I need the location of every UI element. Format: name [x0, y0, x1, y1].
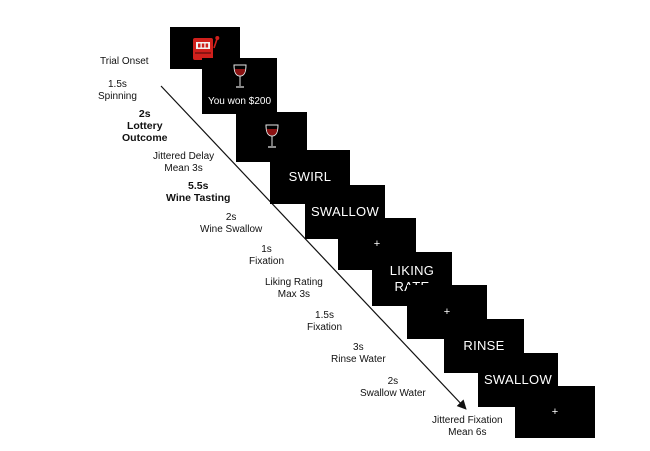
stage-line: 1s	[261, 244, 272, 255]
stage-line: Fixation	[307, 322, 343, 333]
stage-line: 2s	[138, 108, 151, 120]
stage-jittered-delay: Jittered Delay Mean 3s	[153, 151, 214, 175]
screen-lottery-outcome: You won $200	[202, 58, 277, 114]
stage-line: Liking Rating	[265, 277, 323, 288]
stage-line: Wine Swallow	[200, 224, 263, 235]
stage-swallow-water: 2s Swallow Water	[360, 376, 426, 400]
stage-wine-swallow: 2s Wine Swallow	[200, 212, 262, 236]
stage-line: Swallow Water	[360, 388, 426, 399]
stage-wine-tasting: 5.5s Wine Tasting	[166, 180, 230, 204]
screen-fixation-3: +	[515, 386, 595, 438]
lottery-outcome-text: You won $200	[207, 96, 272, 107]
trial-onset-label: Trial Onset	[100, 56, 149, 67]
stage-spinning: 1.5s Spinning	[98, 79, 137, 103]
stage-line: 1.5s	[108, 79, 127, 90]
stage-line: Spinning	[98, 91, 137, 102]
stage-rinse-water: 3s Rinse Water	[331, 342, 386, 366]
wine-glass-icon	[232, 64, 247, 88]
stage-liking-rating: Liking Rating Max 3s	[265, 277, 323, 301]
screen-liking-rate: LIKING RATE	[372, 252, 452, 306]
stage-line: Wine Tasting	[166, 192, 231, 204]
stage-line: Jittered Delay	[153, 151, 215, 162]
fixation-cross: +	[373, 238, 381, 250]
stage-line: Lottery	[126, 120, 163, 132]
fixation-cross: +	[443, 306, 451, 318]
wine-glass-icon	[264, 124, 279, 148]
liking-text: LIKING	[389, 263, 435, 278]
stage-line: Jittered Fixation	[432, 415, 503, 426]
stage-lottery-outcome: 2s Lottery Outcome	[122, 108, 168, 144]
swallow-text: SWALLOW	[310, 204, 380, 219]
fixation-cross: +	[551, 406, 559, 418]
stage-line: 2s	[225, 212, 237, 223]
stage-line: Fixation	[249, 256, 285, 267]
rinse-text: RINSE	[463, 338, 505, 353]
stage-line: 2s	[387, 376, 399, 387]
stage-line: 5.5s	[188, 180, 209, 192]
stage-line: 3s	[353, 342, 364, 353]
stage-line: 1.5s	[315, 310, 334, 321]
stage-line: Mean 6s	[448, 427, 487, 438]
timeline-line	[160, 85, 467, 410]
stage-fixation-1: 1s Fixation	[249, 244, 284, 268]
stage-line: Rinse Water	[331, 354, 386, 365]
stage-jittered-fixation: Jittered Fixation Mean 6s	[432, 415, 503, 439]
stage-line: Outcome	[122, 132, 168, 144]
swallow-water-text: SWALLOW	[483, 372, 553, 387]
swirl-text: SWIRL	[288, 169, 332, 184]
stage-fixation-2: 1.5s Fixation	[307, 310, 342, 334]
stage-line: Max 3s	[277, 289, 311, 300]
stage-line: Mean 3s	[164, 163, 203, 174]
slot-machine-icon	[193, 36, 220, 60]
